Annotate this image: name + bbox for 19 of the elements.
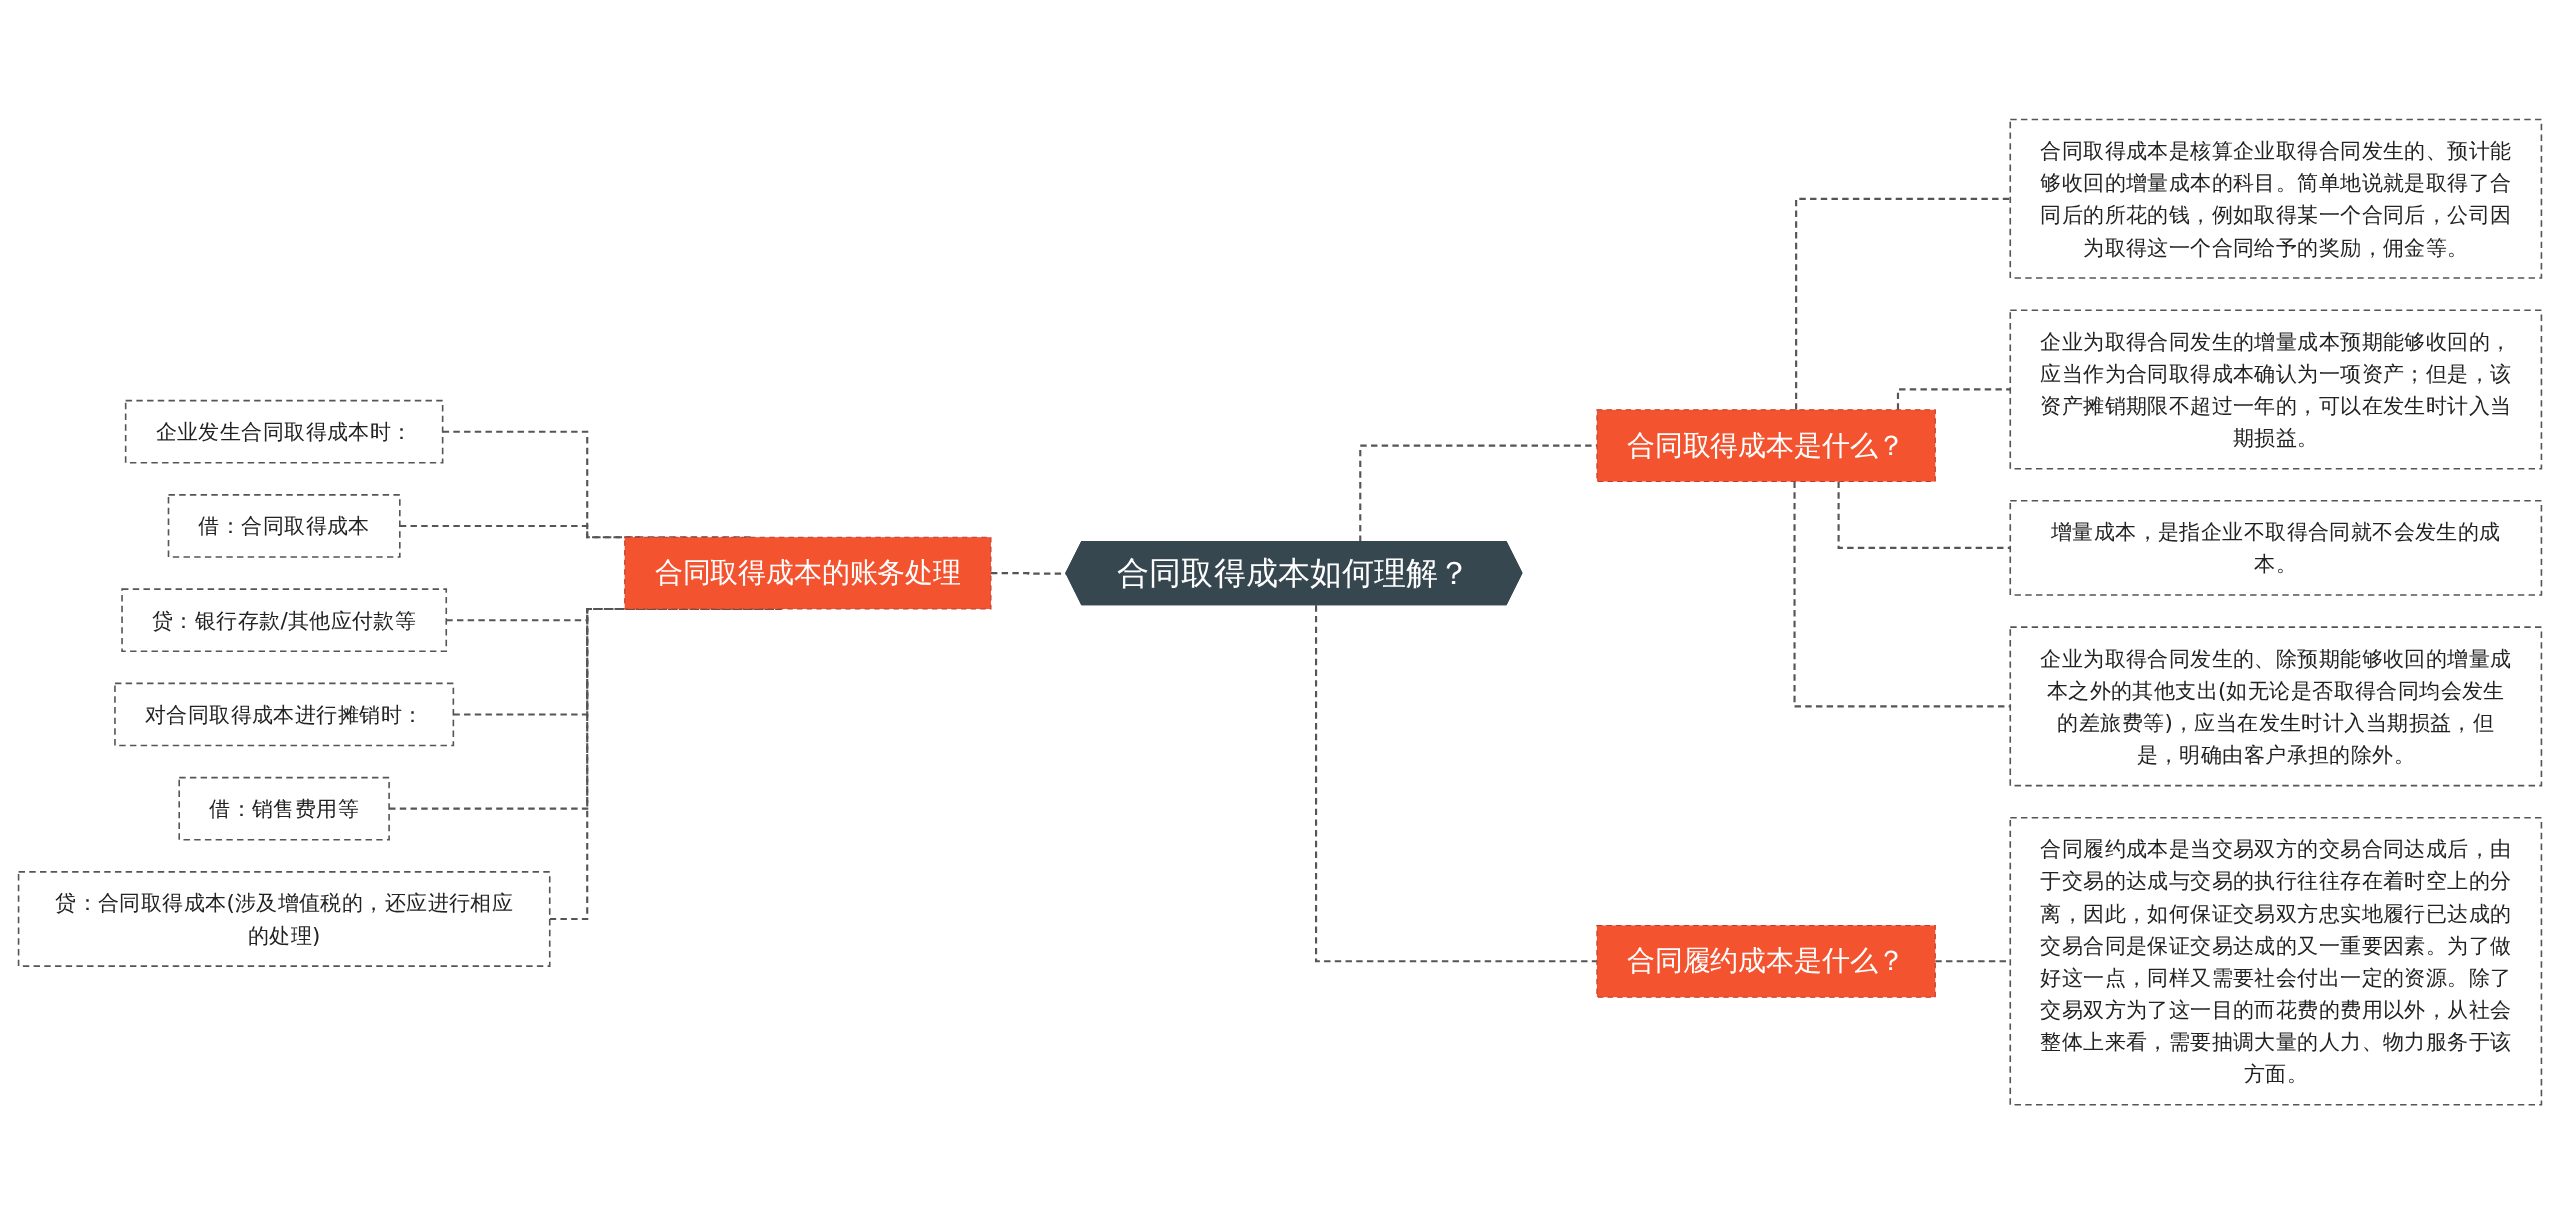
node-box: 对合同取得成本进行摊销时：: [114, 682, 455, 747]
node-box: 合同履约成本是当交易双方的交易合同达成后，由于交易的达成与交易的执行往往存在着时空上的分离，因此，如何保证交易双方忠实地履行已达成的交易合同是保证交易达成的又一重要因素。为了做好这一点，同样又需要社会付出一定的资源。除了交易双方为了这一目的而花费的费用以外，从社会整体上来看，需要抽调大量的人力、物力服务于该方面。: [2009, 816, 2543, 1106]
connector: [1315, 605, 1597, 963]
node-box: 合同履约成本是什么？: [1596, 924, 1936, 998]
node-box: 合同取得成本是核算企业取得合同发生的、预计能够收回的增量成本的科目。简单地说就是取得了合同后的所花的钱，例如取得某一个合同后，公司因为取得这一个合同给予的奖励，佣金等。: [2009, 118, 2543, 279]
node-box: 合同取得成本是什么？: [1596, 409, 1936, 482]
connector: [1793, 481, 2011, 708]
node-box: 企业发生合同取得成本时：: [124, 399, 444, 464]
node-box: 企业为取得合同发生的增量成本预期能够收回的，应当作为合同取得成本确认为一项资产；但是，该资产摊销期限不超过一年的，可以在发生时计入当期损益。: [2009, 309, 2543, 470]
node-box: 贷：银行存款/其他应付款等: [121, 588, 448, 652]
node-box: 增量成本，是指企业不取得合同就不会发生的成本。: [2009, 499, 2543, 596]
node-box: 借：合同取得成本: [167, 493, 401, 558]
connector: [1795, 197, 2011, 410]
node-box: 合同取得成本的账务处理: [624, 536, 992, 610]
connector: [1896, 388, 2011, 410]
connector: [1837, 481, 2011, 549]
node-box: 企业为取得合同发生的、除预期能够收回的增量成本之外的其他支出(如无论是否取得合同均会发生的差旅费等)，应当在发生时计入当期损益，但是，明确由客户承担的除外。: [2009, 626, 2543, 787]
node-box: 贷：合同取得成本(涉及增值税的，还应进行相应的处理): [17, 870, 551, 967]
node-box: 借：销售费用等: [178, 776, 390, 841]
